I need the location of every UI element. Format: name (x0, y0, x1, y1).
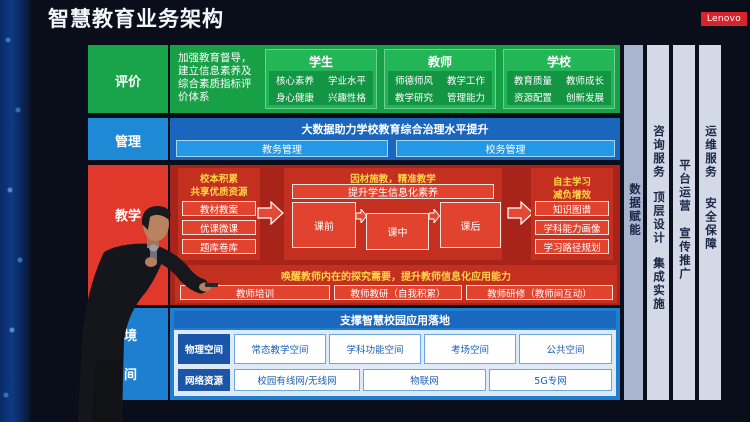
evaluation-group-students: 学生 核心素养 学业水平 身心健康 兴趣性格 (265, 49, 377, 109)
management-headline: 大数据助力学校教育综合治理水平提升 (301, 123, 489, 136)
resource-item: 教材教案 (182, 201, 256, 216)
group-item: 兴趣性格 (327, 92, 366, 104)
row-label-evaluation-text: 评价 (115, 75, 142, 90)
group-item: 师德师风 (394, 75, 433, 87)
row-label-management-text: 管理 (115, 135, 142, 150)
teacher-growth-item: 教师培训 (180, 285, 330, 300)
resource-item: 题库卷库 (182, 239, 256, 254)
group-item: 教学工作 (446, 75, 485, 87)
microphone (145, 244, 158, 267)
service-label: 集成实施 (652, 257, 666, 311)
physical-space-item: 考场空间 (424, 334, 516, 364)
self-study-item: 知识图谱 (535, 201, 609, 216)
physical-space-item: 常态教学空间 (234, 334, 326, 364)
physical-space-item: 学科功能空间 (329, 334, 421, 364)
row-label-environment-fragment-1: 境 (124, 329, 138, 344)
group-item: 资源配置 (513, 92, 552, 104)
slide-title: 智慧教育业务架构 (48, 7, 224, 31)
teacher-growth-heading: 唤醒教师内在的探究需要，提升教师信息化应用能力 (281, 272, 511, 283)
service-column-maintenance: 运维服务 安全保障 (699, 45, 721, 400)
group-item: 创新发展 (565, 92, 604, 104)
service-label: 顶层设计 (652, 191, 666, 245)
precision-banner: 提升学生信息化素养 (292, 184, 494, 199)
service-label: 宣传推广 (678, 227, 692, 281)
network-resource-item: 5G专网 (489, 369, 612, 391)
presenter-arm (150, 246, 211, 294)
self-study-heading-line: 减负增效 (552, 190, 591, 201)
group-item: 教育质量 (513, 75, 552, 87)
group-title: 学校 (546, 55, 571, 69)
arrow-right-icon (356, 209, 367, 223)
evaluation-intro: 加强教育督导， 建立信息素养及 综合素质指标评 价体系 (178, 52, 252, 104)
physical-space-label: 物理空间 (178, 334, 230, 364)
stage-light-backdrop (0, 0, 30, 422)
resource-item: 优课微课 (182, 220, 256, 235)
arrow-right-icon (257, 201, 284, 225)
stage-before-class: 课前 (292, 202, 356, 248)
self-study-heading-line: 自主学习 (552, 177, 591, 188)
group-item: 学业水平 (327, 75, 366, 87)
row-label-evaluation: 评价 (88, 45, 168, 113)
group-title: 教师 (427, 55, 452, 69)
management-item-academic: 教务管理 (176, 140, 388, 157)
group-item: 教师成长 (565, 75, 604, 87)
management-item-school-affairs: 校务管理 (396, 140, 615, 157)
network-resource-item: 校园有线网/无线网 (234, 369, 360, 391)
teacher-growth-item: 教师教研（自我积累） (334, 285, 462, 300)
evaluation-group-teachers: 教师 师德师风 教学工作 教学研究 管理能力 (384, 49, 496, 109)
network-resources-label: 网络资源 (178, 369, 230, 391)
service-label: 安全保障 (704, 197, 718, 251)
evaluation-intro-line: 加强教育督导， (178, 52, 252, 64)
remote-control (205, 283, 218, 287)
presenter-head (141, 206, 171, 248)
data-empowerment-label: 数据赋能 (628, 183, 642, 237)
service-label: 咨询服务 (652, 125, 666, 179)
precision-heading: 因材施教，精准教学 (350, 174, 436, 185)
service-column-consulting: 咨询服务 顶层设计 集成实施 (647, 45, 669, 400)
resources-heading-line: 校本积累 (199, 174, 238, 185)
presenter-body (78, 243, 166, 422)
group-items: 教育质量 教师成长 资源配置 创新发展 (507, 71, 611, 105)
arrow-right-icon (507, 201, 534, 225)
physical-space-item: 公共空间 (519, 334, 612, 364)
evaluation-group-school: 学校 教育质量 教师成长 资源配置 创新发展 (503, 49, 615, 109)
self-study-item: 学科能力画像 (535, 220, 609, 235)
group-item: 教学研究 (394, 92, 433, 104)
network-resource-item: 物联网 (363, 369, 486, 391)
service-column-operations: 平台运营 宣传推广 (673, 45, 695, 400)
teacher-growth-item: 教师研修（教师间互动） (466, 285, 613, 300)
group-item: 管理能力 (446, 92, 485, 104)
evaluation-intro-line: 建立信息素养及 (178, 65, 252, 77)
lenovo-logo: Lenovo (701, 12, 747, 26)
evaluation-intro-line: 价体系 (178, 91, 210, 103)
stage-in-class: 课中 (366, 213, 429, 250)
row-label-environment-fragment-2: 间 (124, 368, 138, 383)
group-items: 师德师风 教学工作 教学研究 管理能力 (388, 71, 492, 105)
group-title: 学生 (308, 55, 333, 69)
group-items: 核心素养 学业水平 身心健康 兴趣性格 (269, 71, 373, 105)
arrow-right-icon (429, 209, 440, 223)
row-label-management: 管理 (88, 118, 168, 160)
environment-headline: 支撑智慧校园应用落地 (174, 311, 616, 328)
data-empowerment-column: 数据赋能 (624, 45, 643, 400)
resources-heading-line: 共享优质资源 (190, 187, 248, 198)
evaluation-intro-line: 综合素质指标评 (178, 78, 252, 90)
stage-after-class: 课后 (440, 202, 501, 248)
service-label: 运维服务 (704, 125, 718, 179)
group-item: 身心健康 (275, 92, 314, 104)
row-label-teaching-text: 教学 (115, 209, 142, 224)
self-study-item: 学习路径规划 (535, 239, 609, 254)
group-item: 核心素养 (275, 75, 314, 87)
service-label: 平台运营 (678, 159, 692, 213)
